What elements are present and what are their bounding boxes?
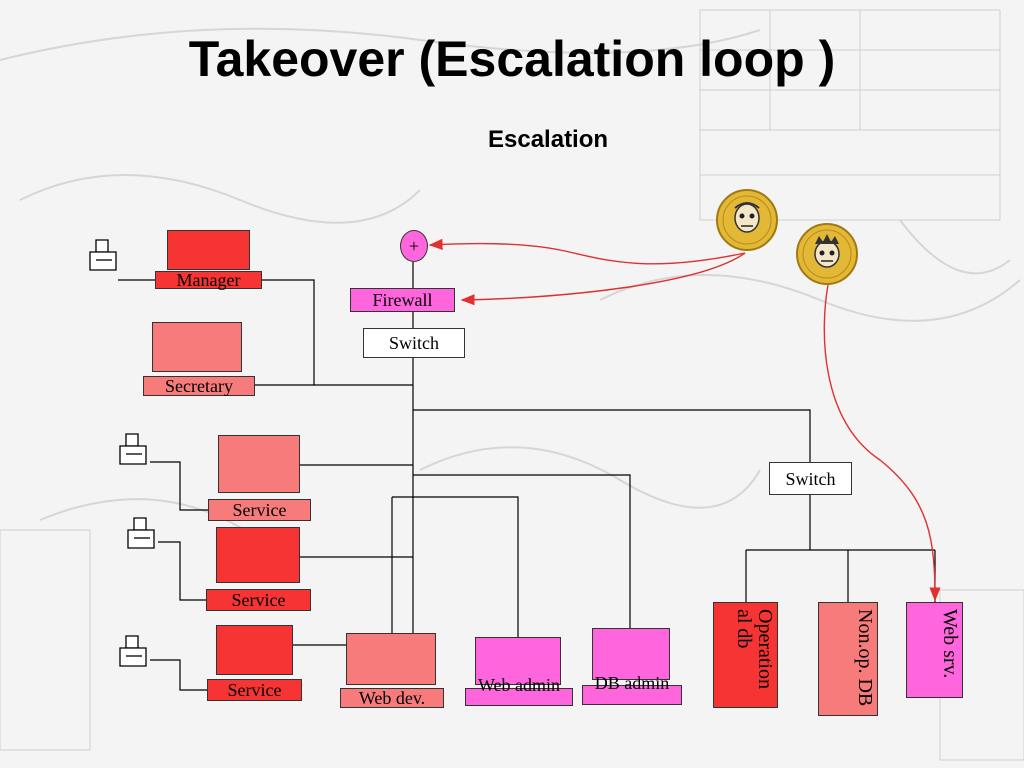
operational-db-server[interactable]: Operation al db (713, 602, 778, 708)
web-admin-base (465, 688, 573, 706)
web-dev-label: Web dev. (340, 688, 444, 708)
printer-icon (89, 239, 117, 271)
entry-node[interactable]: + (400, 230, 428, 262)
firewall-label[interactable]: Firewall (350, 288, 455, 312)
non-op-db-server[interactable]: Non.op. DB (818, 602, 878, 716)
web-admin-computer[interactable] (475, 637, 561, 685)
service-label-1: Service (208, 499, 311, 521)
hacker-coin-icon[interactable] (715, 188, 779, 252)
printer-icon (119, 433, 147, 465)
db-admin-base (582, 685, 682, 705)
manager-label: Manager (155, 271, 262, 289)
manager-computer[interactable] (167, 230, 250, 270)
slide-title: Takeover (Escalation loop ) (188, 31, 836, 87)
switch-right[interactable]: Switch (769, 462, 852, 495)
web-srv-server[interactable]: Web srv. (906, 602, 963, 698)
db-admin-label: DB admin (594, 673, 670, 693)
printer-icon (127, 517, 155, 549)
hacker-coin-icon[interactable] (795, 222, 859, 286)
web-admin-label: Web admin (477, 675, 561, 695)
service-computer-1[interactable] (218, 435, 300, 493)
service-label-3: Service (207, 679, 302, 701)
service-computer-2[interactable] (216, 527, 300, 583)
secretary-label: Secretary (143, 376, 255, 396)
secretary-computer[interactable] (152, 322, 242, 372)
escalation-heading: Escalation (488, 126, 609, 153)
web-dev-computer[interactable] (346, 633, 436, 685)
printer-icon (119, 635, 147, 667)
service-label-2: Service (206, 589, 311, 611)
db-admin-computer[interactable] (592, 628, 670, 680)
service-computer-3[interactable] (216, 625, 293, 675)
switch-top[interactable]: Switch (363, 328, 465, 358)
